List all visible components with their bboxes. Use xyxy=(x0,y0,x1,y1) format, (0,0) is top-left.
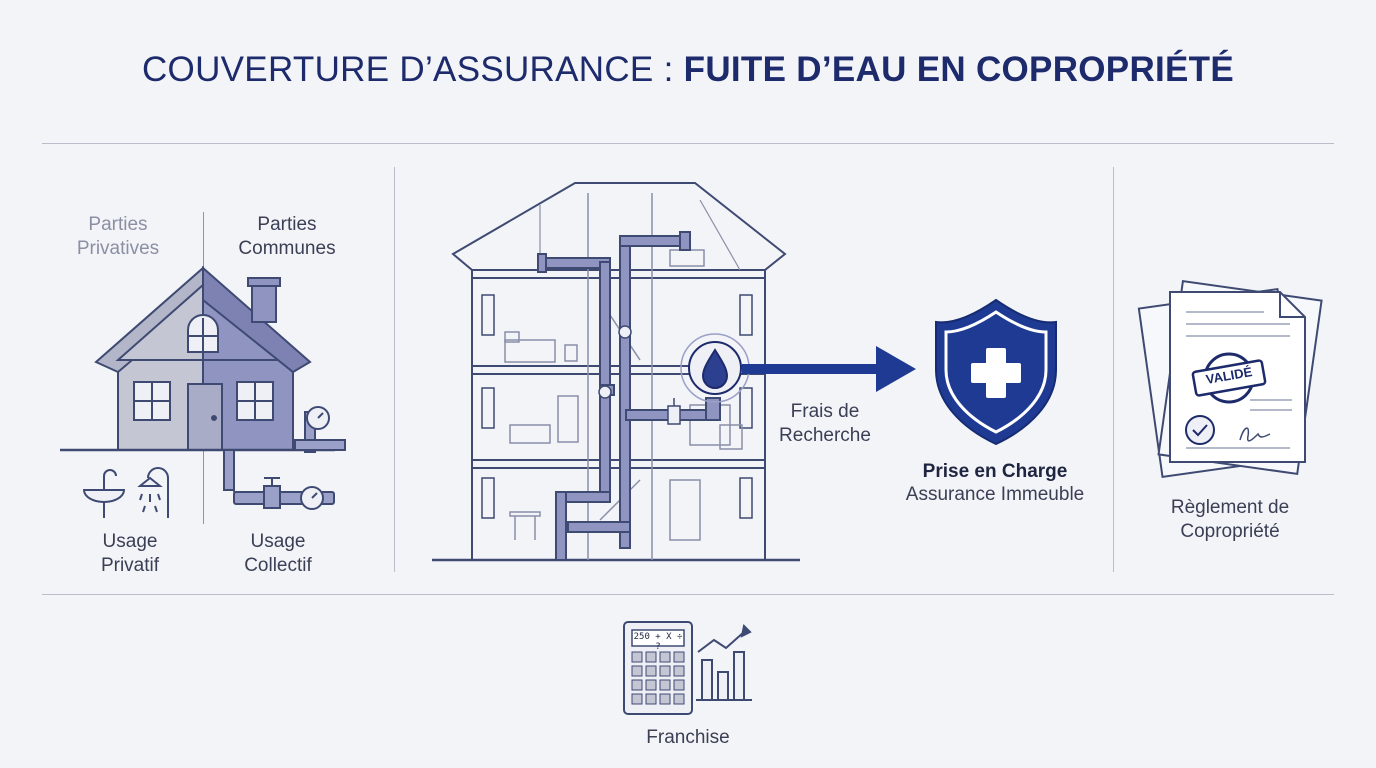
right-section-divider xyxy=(1113,167,1114,572)
valve-icon xyxy=(263,477,281,509)
common-parts-line2: Communes xyxy=(238,238,336,259)
growth-chart-icon xyxy=(696,623,752,701)
coverage-title: Prise en Charge xyxy=(922,461,1068,482)
building-windows xyxy=(481,294,753,519)
private-parts-line2: Privatives xyxy=(76,238,160,259)
bottom-divider xyxy=(42,594,1334,595)
private-use-label: Usage Privatif xyxy=(70,530,190,578)
pipe-valves xyxy=(598,325,681,425)
collective-use-label: Usage Collectif xyxy=(218,530,338,578)
regulation-line1: Règlement de xyxy=(1170,497,1290,518)
collective-use-line2: Collectif xyxy=(244,555,312,576)
document-text-lines xyxy=(1186,311,1292,449)
page-title: COUVERTURE D’ASSURANCE : FUITE D’EAU EN … xyxy=(0,50,1376,90)
house-icon xyxy=(60,265,335,452)
common-parts-line1: Parties xyxy=(257,214,317,235)
seal-icon xyxy=(1185,415,1215,445)
regulation-line2: Copropriété xyxy=(1180,521,1280,542)
stamp-icon xyxy=(1191,352,1267,404)
gauge-icon xyxy=(300,406,330,510)
private-parts-label: Parties Privatives xyxy=(58,213,178,261)
collective-use-line1: Usage xyxy=(250,531,306,552)
regulation-label: Règlement de Copropriété xyxy=(1160,496,1300,544)
signature-icon xyxy=(1239,427,1271,442)
deductible-label: Franchise xyxy=(646,727,730,748)
shower-icon xyxy=(137,467,169,518)
title-part2: FUITE D’EAU EN COPROPRIÉTÉ xyxy=(683,50,1235,89)
common-parts-label: Parties Communes xyxy=(222,213,352,261)
private-use-line1: Usage xyxy=(102,531,158,552)
arrow-icon xyxy=(742,346,916,392)
search-costs-line1: Frais de xyxy=(790,401,860,422)
top-divider xyxy=(42,143,1334,144)
search-costs-line2: Recherche xyxy=(779,425,871,446)
plus-icon xyxy=(971,348,1021,398)
private-parts-line1: Parties xyxy=(88,214,148,235)
left-section-divider xyxy=(394,167,395,572)
pipe-network xyxy=(537,231,721,561)
title-part1: COUVERTURE D’ASSURANCE : xyxy=(141,50,674,89)
calculator-display: 250 + X ÷ ? xyxy=(633,632,683,652)
coverage-subtitle: Assurance Immeuble xyxy=(905,484,1085,505)
water-drop-icon xyxy=(680,333,750,403)
private-use-line2: Privatif xyxy=(100,555,160,576)
search-costs-label: Frais de Recherche xyxy=(770,400,880,448)
sink-icon xyxy=(82,469,126,518)
